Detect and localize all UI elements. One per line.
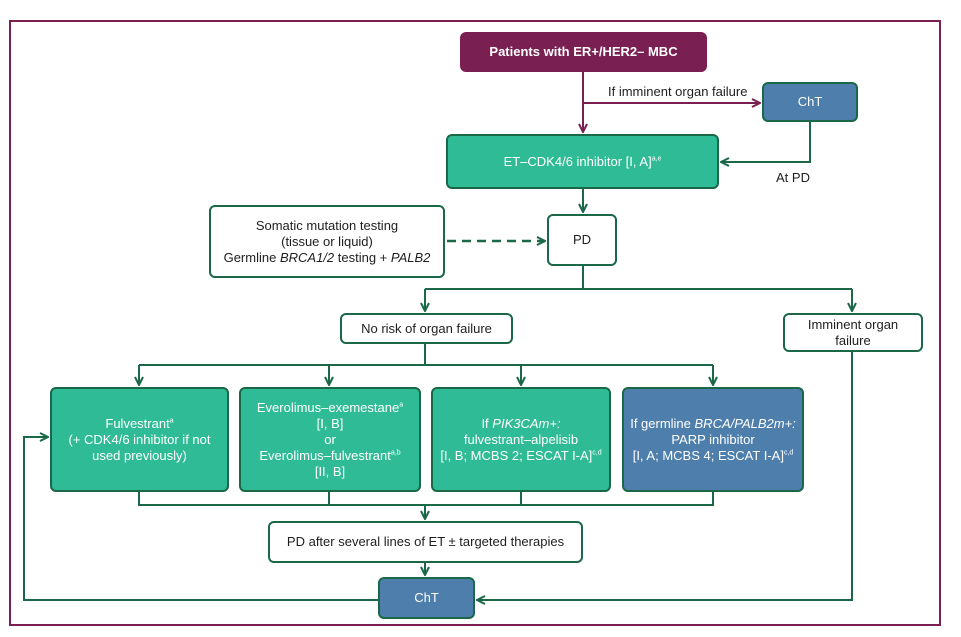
everolimus-line3: or — [324, 431, 336, 447]
parp-line3: [I, A; MCBS 4; ESCAT I-A]c,d — [632, 447, 794, 463]
pik3ca-line1: If PIK3CAm+: — [481, 415, 561, 431]
parp-line1: If germline BRCA/PALB2m+: — [630, 415, 796, 431]
pik3ca-line3: [I, B; MCBS 2; ESCAT I-A]c,d — [440, 447, 602, 463]
edge-options-merge — [138, 492, 714, 506]
testing-line3: Germline BRCA1/2 testing + PALB2 — [223, 249, 431, 265]
cht-bottom-node: ChT — [378, 577, 475, 619]
imminent-label: Imminent organ failure — [807, 316, 899, 348]
everolimus-node: Everolimus–exemestanea [I, B] or Everoli… — [239, 387, 421, 492]
fulvestrant-line2: (+ CDK4/6 inhibitor if not — [68, 431, 211, 447]
start-label: Patients with ER+/HER2– MBC — [489, 44, 678, 59]
edge-label-imminent: If imminent organ failure — [608, 84, 748, 99]
imminent-node: Imminent organ failure — [783, 313, 923, 352]
first-line-label: ET–CDK4/6 inhibitor [I, A]a,e — [503, 153, 662, 169]
testing-line1: Somatic mutation testing — [255, 217, 399, 233]
pik3ca-node: If PIK3CAm+: fulvestrant–alpelisib [I, B… — [431, 387, 611, 492]
pd-node: PD — [547, 214, 617, 266]
edge-imminent-to-cht — [477, 352, 853, 600]
edge-cht-top-to-first-line — [721, 122, 811, 162]
pd-after-node: PD after several lines of ET ± targeted … — [268, 521, 583, 563]
first-line-node: ET–CDK4/6 inhibitor [I, A]a,e — [446, 134, 719, 189]
edge-label-at-pd: At PD — [776, 170, 810, 185]
fulvestrant-line1: Fulvestranta — [105, 415, 174, 431]
cht-bottom-label: ChT — [414, 590, 439, 605]
everolimus-line4: Everolimus–fulvestranta,b — [259, 447, 401, 463]
diagram-frame — [9, 20, 941, 626]
no-risk-node: No risk of organ failure — [340, 313, 513, 344]
edge-cht-loop-back — [23, 437, 378, 601]
everolimus-line2: [I, B] — [316, 415, 344, 431]
parp-node: If germline BRCA/PALB2m+: PARP inhibitor… — [622, 387, 804, 492]
pd-label: PD — [572, 232, 592, 247]
edge-no-risk-split — [139, 344, 713, 366]
pd-after-label: PD after several lines of ET ± targeted … — [286, 534, 565, 549]
testing-node: Somatic mutation testing (tissue or liqu… — [209, 205, 445, 278]
parp-line2: PARP inhibitor — [671, 431, 755, 447]
fulvestrant-line3: used previously) — [92, 447, 187, 463]
no-risk-label: No risk of organ failure — [361, 320, 492, 336]
cht-top-node: ChT — [762, 82, 858, 122]
edge-pd-split — [425, 266, 852, 290]
start-node: Patients with ER+/HER2– MBC — [460, 32, 707, 72]
everolimus-line5: [II, B] — [314, 463, 346, 479]
everolimus-line1: Everolimus–exemestanea — [256, 399, 404, 415]
pik3ca-line2: fulvestrant–alpelisib — [463, 431, 579, 447]
testing-line2: (tissue or liquid) — [281, 233, 373, 249]
fulvestrant-node: Fulvestranta (+ CDK4/6 inhibitor if not … — [50, 387, 229, 492]
cht-top-label: ChT — [797, 94, 823, 109]
